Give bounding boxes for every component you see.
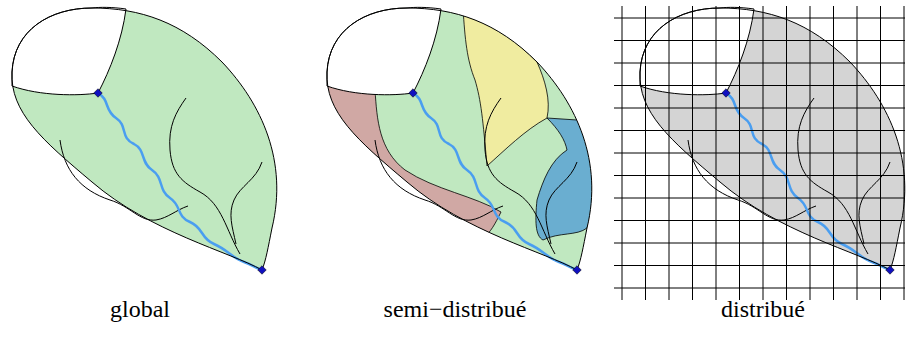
grid-line	[614, 130, 905, 131]
panel-caption: global	[110, 296, 170, 323]
grid-line	[614, 198, 905, 199]
panel-caption: distribué	[721, 296, 805, 323]
grid-line	[614, 288, 905, 289]
grid-line	[614, 108, 905, 109]
grid-line	[614, 40, 905, 41]
grid-line	[614, 63, 905, 64]
grid-line	[614, 18, 905, 19]
global-basin	[12, 7, 277, 274]
panel-caption: semi−distribué	[384, 296, 527, 323]
grid-line	[614, 175, 905, 176]
semi-distributed-basin	[315, 7, 596, 274]
grid-line	[614, 85, 905, 86]
distributed-basin	[614, 6, 905, 300]
grid-line	[614, 265, 905, 266]
grid-line	[614, 220, 905, 221]
grid-line	[614, 153, 905, 154]
grid-line	[614, 243, 905, 244]
